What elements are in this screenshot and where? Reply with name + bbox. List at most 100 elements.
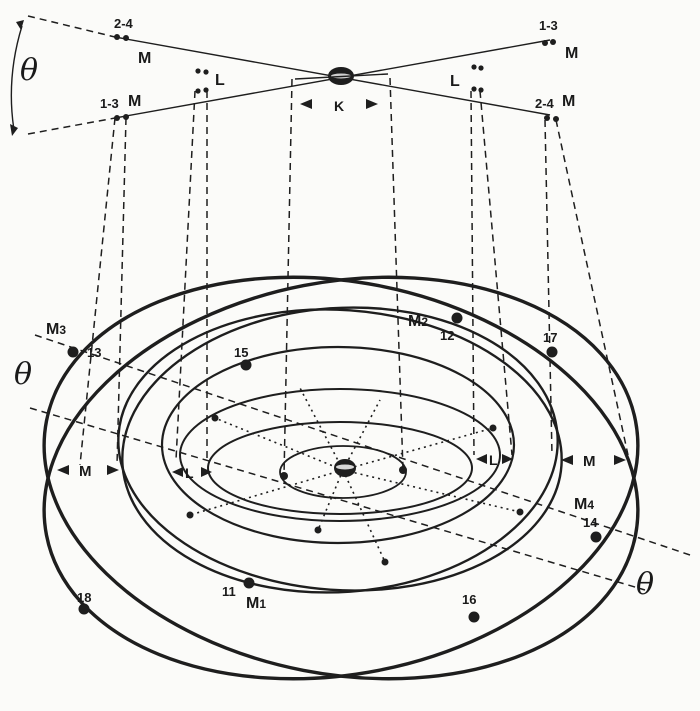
theta-label-top: θ xyxy=(20,53,38,88)
m-label: M xyxy=(138,50,151,67)
m4-label: M4 xyxy=(574,496,594,513)
l-dot xyxy=(203,87,209,93)
angle-arrow-bottom xyxy=(10,124,18,136)
projection-line xyxy=(175,90,196,461)
side-view: θ 2-4 M 1-3 M L 1-3 M L 2-4 xyxy=(10,15,578,136)
m-width-arrow-right xyxy=(107,465,119,475)
spoke xyxy=(342,427,494,471)
l-width-label: L xyxy=(185,465,194,481)
orbit-point xyxy=(211,414,219,422)
label-13: 13 xyxy=(87,345,101,360)
label-14: 14 xyxy=(583,515,598,530)
lower-reference-line xyxy=(27,117,116,135)
label-18: 18 xyxy=(77,590,91,605)
l-dot xyxy=(478,65,484,71)
l-dot xyxy=(195,88,201,94)
theta-reference-line-b xyxy=(29,407,646,591)
m-dot xyxy=(550,39,556,45)
projection-line xyxy=(479,90,513,456)
inner-orbit-k xyxy=(207,421,473,515)
outer-orbit-a xyxy=(42,275,640,681)
l-width-arrow-left xyxy=(476,454,487,464)
l-dot xyxy=(478,87,484,93)
projection-line xyxy=(555,119,629,456)
spoke xyxy=(189,469,344,516)
l-dot xyxy=(203,69,209,75)
m-dot xyxy=(544,115,550,121)
orbit-point xyxy=(516,508,524,516)
central-body-bottom-band xyxy=(336,464,354,470)
point-11 xyxy=(243,577,255,589)
point-18 xyxy=(78,603,90,615)
projection-line xyxy=(544,119,553,456)
m-width-arrow-left xyxy=(561,455,573,465)
m-dot xyxy=(553,116,559,122)
projection-line xyxy=(470,90,475,456)
spoke xyxy=(317,469,344,531)
orbit-point xyxy=(186,511,194,519)
l-width-label: L xyxy=(489,452,498,468)
l-width-arrow-right xyxy=(502,454,513,464)
m1-label: M1 xyxy=(246,595,266,612)
pair-label-left-bottom: 1-3 xyxy=(100,96,119,111)
l-label: L xyxy=(215,72,225,89)
pair-label-right-bottom: 2-4 xyxy=(535,96,555,111)
outer-orbit-b xyxy=(42,275,640,681)
spoke xyxy=(342,469,521,513)
m-width-label: M xyxy=(79,463,92,480)
m-dot xyxy=(123,114,129,120)
m-dot xyxy=(114,34,120,40)
label-11: 11 xyxy=(222,584,236,599)
l-width-arrow-right xyxy=(201,467,212,477)
m3-label: M3 xyxy=(46,321,66,338)
m-width-label: M xyxy=(583,453,596,470)
inner-orbit-ring-b xyxy=(179,388,501,522)
inner-orbit-edge xyxy=(294,73,389,80)
k-arrow-left xyxy=(300,99,312,109)
theta-label-left: θ xyxy=(14,357,32,392)
label-12: 12 xyxy=(440,328,454,343)
inner-orbit-ring xyxy=(160,345,516,545)
m-dot xyxy=(542,40,548,46)
projection-line xyxy=(389,77,404,471)
label-15: 15 xyxy=(234,345,248,360)
k-arrow-right xyxy=(366,99,378,109)
orbit-point xyxy=(381,558,389,566)
k-label: K xyxy=(334,98,344,114)
point-15 xyxy=(240,359,252,371)
middle-orbit-b xyxy=(121,306,559,594)
spoke xyxy=(342,399,381,471)
projection-lines xyxy=(79,77,629,477)
label-16: 16 xyxy=(462,592,476,607)
m-label: M xyxy=(565,45,578,62)
label-17: 17 xyxy=(543,330,557,345)
middle-orbit-a xyxy=(117,308,563,592)
spoke xyxy=(214,417,344,471)
upper-reference-line xyxy=(27,15,116,38)
m-width-arrow-right xyxy=(614,455,626,465)
orbit-point xyxy=(280,472,288,480)
m2-label: M2 xyxy=(408,313,428,330)
orbit-view: θ θ xyxy=(14,275,691,681)
m-label: M xyxy=(128,93,141,110)
spoke xyxy=(342,469,386,563)
point-14 xyxy=(590,531,602,543)
l-dot xyxy=(195,68,201,74)
point-16 xyxy=(468,611,480,623)
angle-arc xyxy=(10,25,23,131)
projection-line xyxy=(79,117,116,466)
m-label: M xyxy=(562,93,575,110)
spoke xyxy=(299,387,344,471)
pair-label-right-top: 1-3 xyxy=(539,18,558,33)
l-dot xyxy=(471,64,477,70)
orbit-point xyxy=(314,526,322,534)
m-dot xyxy=(123,35,129,41)
m-width-arrow-left xyxy=(57,465,69,475)
l-dot xyxy=(471,86,477,92)
theta-label-right: θ xyxy=(636,567,654,602)
point-13 xyxy=(67,346,79,358)
angle-arrow-top xyxy=(16,20,24,30)
projection-line xyxy=(116,117,127,466)
